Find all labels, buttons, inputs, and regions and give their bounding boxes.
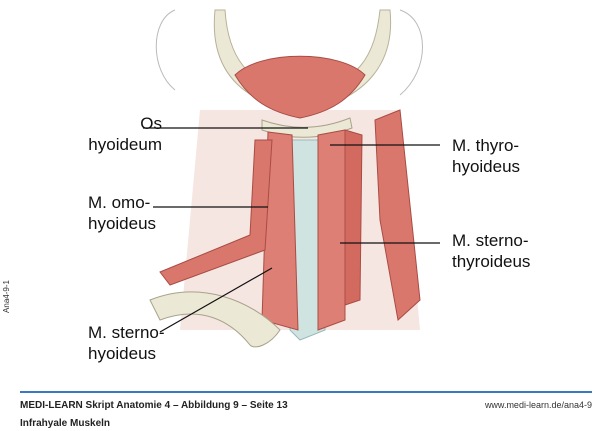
- label-line: hyoideus: [452, 157, 521, 176]
- label-line: M. omo-: [88, 193, 151, 212]
- ear-right: [399, 9, 423, 96]
- label-os-hyoideum: Os hyoideum: [60, 113, 162, 155]
- footer-subtitle: Infrahyale Muskeln: [20, 418, 111, 429]
- label-line: Os: [140, 114, 162, 133]
- label-line: hyoideus: [88, 344, 157, 363]
- omohyoid-muscle: [159, 139, 273, 286]
- sternocleidomastoid-right: [374, 109, 421, 321]
- sternothyroid-muscle: [344, 129, 363, 306]
- label-sternothyroideus: M. sterno- thyroideus: [452, 230, 530, 272]
- label-line: M. sterno-: [88, 323, 165, 342]
- clavicle: [149, 291, 281, 348]
- label-omohyoideus: M. omo- hyoideus: [88, 192, 156, 234]
- figure-code: Ana4-9-1: [1, 280, 11, 313]
- ear-left: [155, 9, 176, 91]
- label-sternohyoideus: M. sterno- hyoideus: [88, 322, 165, 364]
- label-thyrohyoideus: M. thyro- hyoideus: [452, 135, 520, 177]
- label-line: hyoideus: [88, 214, 157, 233]
- leader-lines: [143, 127, 440, 333]
- label-line: M. sterno-: [452, 231, 529, 250]
- footer-divider: [20, 391, 592, 393]
- sternohyoid-muscle: [261, 131, 299, 331]
- label-line: M. thyro-: [452, 136, 520, 155]
- label-line: hyoideum: [88, 135, 162, 154]
- sternohyoid-muscle-right: [317, 129, 346, 331]
- footer-title: MEDI-LEARN Skript Anatomie 4 – Abbildung…: [20, 400, 288, 411]
- label-line: thyroideus: [452, 252, 531, 271]
- footer-url[interactable]: www.medi-learn.de/ana4-9: [484, 400, 592, 410]
- mylohyoid-muscle: [234, 55, 366, 119]
